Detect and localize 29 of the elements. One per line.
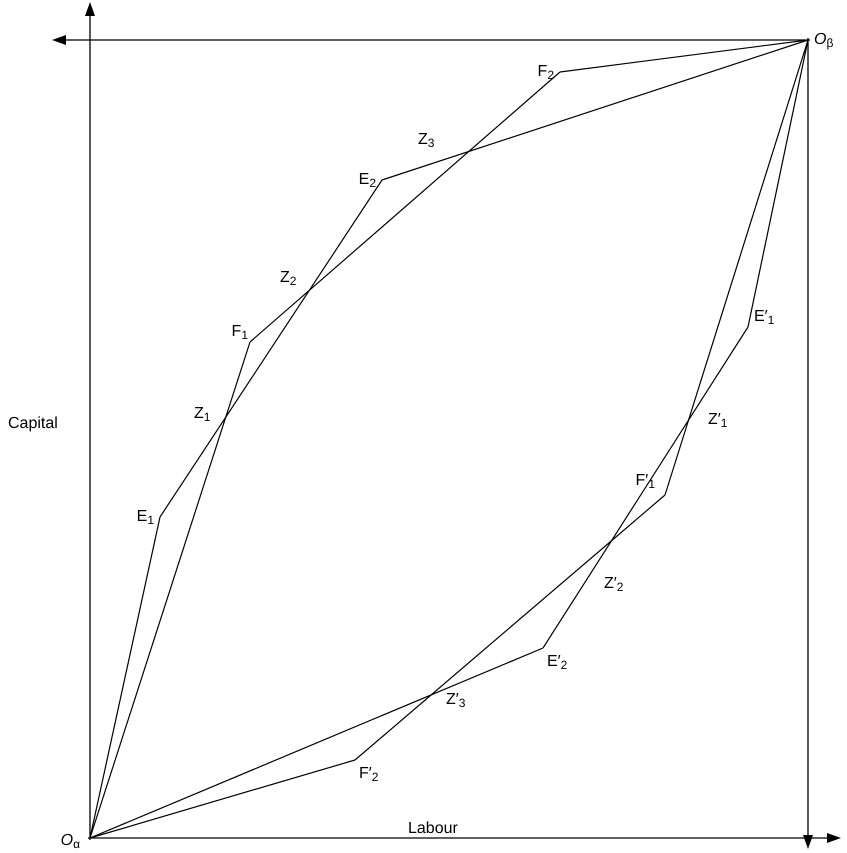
point-label: F′$_{2}$ [355,760,378,784]
curve-segment [664,40,809,496]
curve-segment [560,39,808,73]
curve-segment [542,326,748,648]
point-label: Z$_{1}$ [194,404,210,424]
point-label: O$_{α}$ [60,831,90,851]
curve-segment [89,516,161,838]
point-label: F′$_{1}$ [636,471,665,495]
curve-segment [90,759,356,839]
point-label: F$_{1}$ [232,322,250,342]
point-label: Z′$_{1}$ [708,410,728,430]
point-label: E′$_{2}$ [543,648,568,672]
axis-label: Labour [408,819,458,839]
point-label: O$_{β}$ [808,30,834,50]
axis-label: Capital [8,414,58,434]
point-label: Z′$_{3}$ [446,690,466,710]
point-label: E$_{2}$ [358,166,382,194]
point-label: E$_{1}$ [136,503,160,531]
point-label: Z$_{2}$ [280,268,296,288]
point-label: Z′$_{2}$ [604,574,624,594]
curve-segment [160,180,382,518]
curve-segment [382,39,808,181]
point-label: E′$_{1}$ [748,307,774,327]
curve-segment [89,342,251,838]
curve-segment [90,647,544,839]
point-label: Z$_{3}$ [418,130,434,150]
curve-segment [250,72,560,342]
curve-segment [354,494,666,760]
curve-segment [747,40,809,328]
